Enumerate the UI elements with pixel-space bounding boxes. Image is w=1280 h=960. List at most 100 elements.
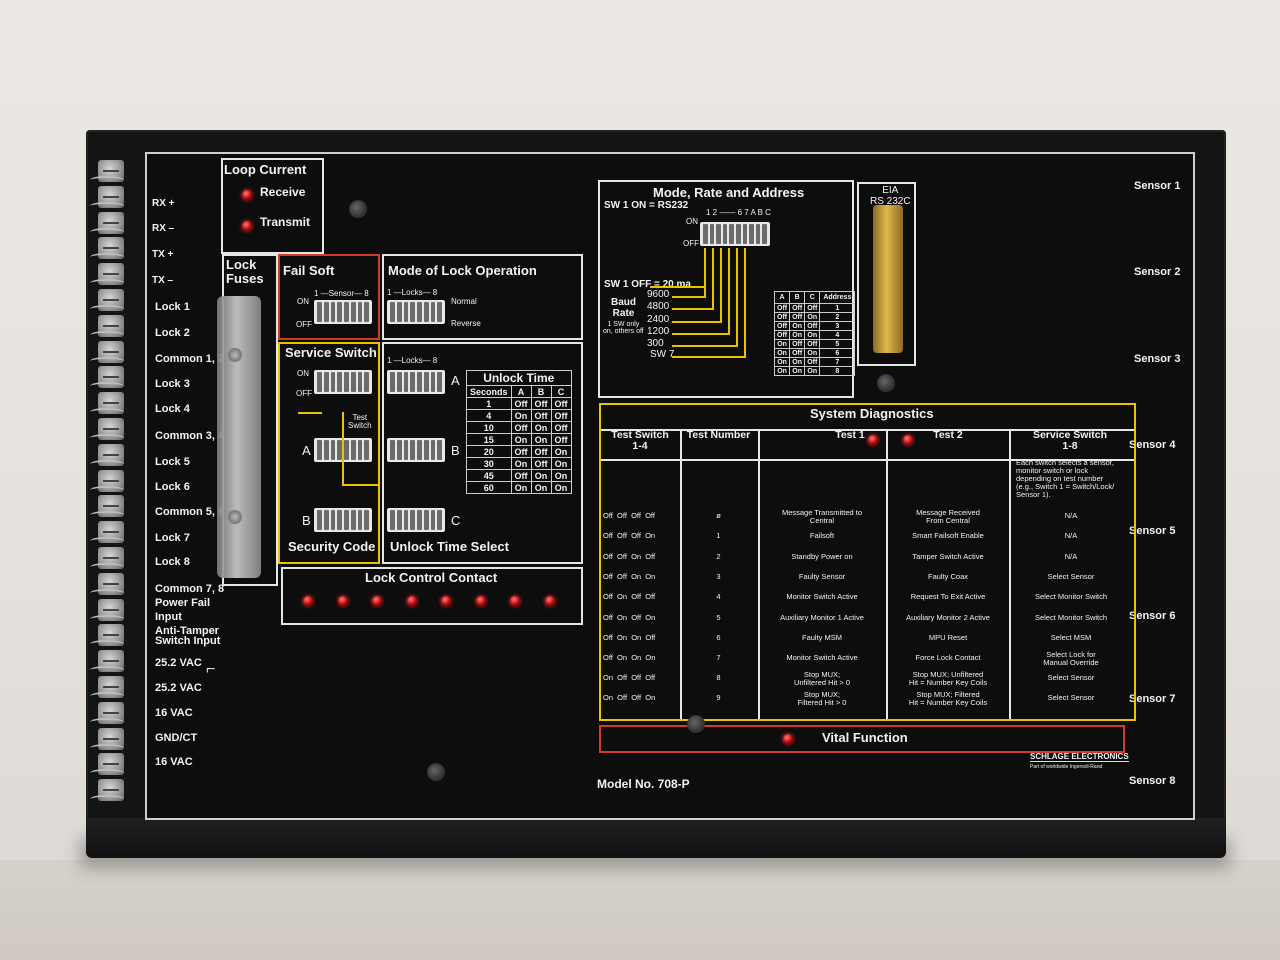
diag-col-line [1009, 429, 1011, 719]
terminal-wire-coil [90, 614, 124, 623]
terminal-wire-coil [90, 330, 124, 339]
unlock-cell: 30 [466, 457, 512, 470]
diagnostics-cell: Select Monitor Switch [1034, 592, 1108, 601]
diagnostics-cell: 6 [716, 633, 721, 642]
sensor-label: Sensor 6 [1129, 610, 1176, 622]
table-surface [0, 860, 1280, 960]
unlock-cell: On [510, 433, 532, 446]
address-cell: On [804, 330, 821, 340]
baud-rate-value: 300 [647, 338, 664, 349]
terminal-label: Lock 3 [155, 378, 190, 390]
diagnostics-cell: 1 [716, 531, 721, 540]
loop-current-title: Loop Current [224, 162, 307, 177]
mode-lock-dip-switch[interactable] [387, 300, 445, 324]
diagnostics-cell: Force Lock Contact [915, 653, 981, 662]
fail-soft-box [278, 254, 380, 340]
receive-label: Receive [260, 185, 306, 199]
unlock-cell: On [550, 469, 572, 482]
terminal-label: Common 1, 2 [155, 353, 225, 365]
baud-note: 1 SW only on, others off [603, 321, 644, 336]
address-cell: On [773, 348, 791, 358]
rate-wire [672, 321, 720, 323]
unlock-time-box [382, 342, 583, 564]
address-cell: 1 [819, 303, 856, 313]
unlock-dip-switch-a[interactable] [387, 370, 445, 394]
fuse-holder [217, 296, 261, 578]
lock-control-box [281, 567, 583, 625]
mode-rate-box [598, 180, 854, 398]
unlock-cell: 45 [466, 469, 512, 482]
unlock-time-select-title: Unlock Time Select [390, 539, 509, 554]
diagnostics-cell: ø [716, 511, 721, 520]
baud-rate-value: 1200 [647, 326, 670, 337]
unlock-cell: On [510, 481, 532, 494]
loop-current-box [221, 158, 324, 254]
address-cell: On [789, 330, 806, 340]
unlock-cell: 60 [466, 481, 512, 494]
unlock-c-letter: C [451, 513, 461, 528]
terminal-label: 25.2 VAC [155, 657, 202, 669]
unlock-cell: Off [510, 445, 532, 458]
terminal-label: GND/CT [155, 732, 198, 744]
diagnostics-cell: 4 [716, 592, 721, 601]
fail-soft-on: ON [297, 297, 309, 306]
unlock-dip-switch-c[interactable] [387, 508, 445, 532]
terminal-label: Input [155, 611, 182, 623]
diagnostics-cell: MPU Reset [928, 633, 968, 642]
diagnostics-cell: 5 [716, 613, 721, 622]
rs232-connector[interactable] [873, 205, 903, 353]
terminal-label: Lock 6 [155, 481, 190, 493]
lock-contact-led [475, 596, 486, 606]
diagnostics-cell: Faulty Coax [927, 572, 969, 581]
yellow-trace [298, 412, 322, 414]
lock-contact-led [303, 596, 313, 606]
terminal-label: Lock 1 [155, 301, 190, 313]
unlock-cell: Off [530, 457, 552, 470]
unlock-dip-switch-b[interactable] [387, 438, 445, 462]
fail-soft-dip-switch[interactable] [314, 300, 372, 324]
service-a-letter: A [302, 443, 311, 458]
address-cell: Off [804, 339, 821, 349]
unlock-cell: Off [530, 397, 552, 410]
rate-wire [672, 296, 704, 298]
terminal-label: TX + [152, 249, 174, 260]
transmit-led [242, 221, 252, 231]
unlock-cell: On [530, 481, 552, 494]
diagnostics-cell: Auxiliary Monitor 2 Active [906, 613, 990, 622]
diagnostics-cell: Off On On Off [603, 633, 656, 642]
diagnostics-cell: Faulty Sensor [798, 572, 846, 581]
unlock-cell: On [510, 409, 532, 422]
diagnostics-header: Service Switch 1-8 [1032, 429, 1108, 453]
rate-wire [672, 333, 728, 335]
diagnostics-cell: Standby Power on [791, 552, 853, 561]
address-cell: On [804, 348, 821, 358]
lock-contact-led [441, 596, 451, 606]
front-panel [145, 152, 1195, 820]
terminal-wire-coil [90, 176, 124, 184]
lock-contact-led [544, 596, 555, 606]
diagnostics-cell: Off Off Off Off [603, 511, 655, 520]
address-cell: Off [789, 312, 806, 322]
address-cell: 3 [819, 321, 856, 331]
diagnostics-cell: Select MSM [1050, 633, 1092, 642]
security-code-dip-switch[interactable] [314, 508, 372, 532]
brand-tagline: Part of worldwide Ingersoll-Rand [1030, 764, 1103, 770]
mode-rate-dip-switch[interactable] [700, 222, 770, 246]
switch-numbers: 1 2 —— 6 7 A B C [706, 208, 771, 217]
address-header-cell: C [804, 291, 821, 304]
diagnostics-cell: Request To Exit Active [910, 592, 986, 601]
terminal-label: Lock 7 [155, 532, 190, 544]
address-cell: Off [804, 303, 821, 313]
unlock-cell: 20 [466, 445, 512, 458]
sensor-label: Sensor 1 [1134, 180, 1181, 192]
terminal-wire-coil [90, 692, 124, 700]
test-dip-switch-a[interactable] [314, 438, 372, 462]
baud-rate-label: Baud Rate [611, 297, 636, 319]
service-dip-switch[interactable] [314, 370, 372, 394]
